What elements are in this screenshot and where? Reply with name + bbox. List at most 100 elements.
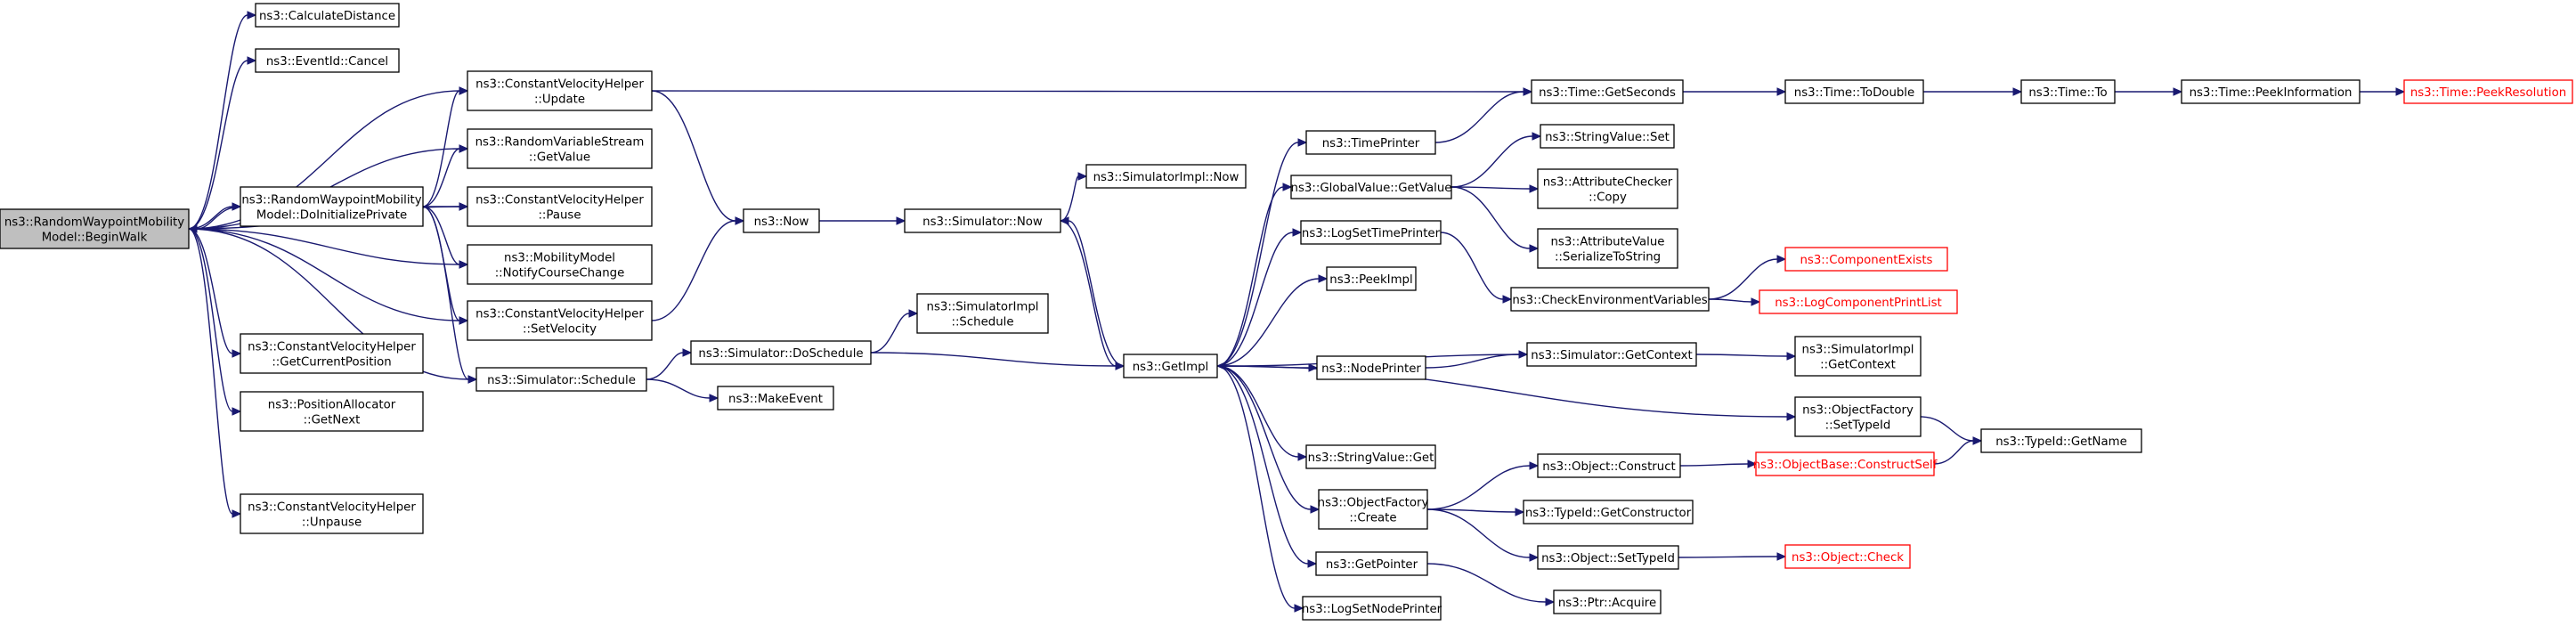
node-ns3-simulator-schedule[interactable]: ns3::Simulator::Schedule [475, 367, 647, 392]
node-ns3-simulator-now[interactable]: ns3::Simulator::Now [904, 208, 1061, 233]
node-label: ns3::RandomWaypointMobility [4, 216, 184, 230]
node-ns3-time-peekresolution[interactable]: ns3::Time::PeekResolution [2403, 79, 2573, 104]
call-edge [1060, 172, 1088, 222]
node-ns3-stringvalue-set[interactable]: ns3::StringValue::Set [1540, 124, 1675, 149]
node-ns3-randomwaypointmobilitymodel-beginwalk[interactable]: ns3::RandomWaypointMobilityModel::BeginW… [0, 208, 190, 249]
edge-line [870, 313, 910, 354]
call-edge [651, 90, 745, 225]
node-ns3-simulator-getcontext[interactable]: ns3::Simulator::GetContext [1526, 342, 1697, 367]
node-ns3-attributechecker-copy[interactable]: ns3::AttributeChecker::Copy [1537, 168, 1678, 209]
node-box [904, 208, 1061, 233]
node-box [743, 208, 820, 233]
node-ns3-time-getseconds[interactable]: ns3::Time::GetSeconds [1531, 79, 1684, 104]
node-ns3-peekimpl[interactable]: ns3::PeekImpl [1326, 266, 1417, 291]
edge-line [1451, 186, 1531, 249]
node-ns3-constantvelocityhelper-getcurrentposition[interactable]: ns3::ConstantVelocityHelper::GetCurrentP… [240, 333, 424, 374]
node-ns3-stringvalue-get[interactable]: ns3::StringValue::Get [1305, 444, 1436, 469]
edge-arrowhead [1515, 508, 1525, 516]
node-ns3-mobilitymodel-notifycoursechange[interactable]: ns3::MobilityModel::NotifyCourseChange [467, 244, 653, 285]
node-ns3-typeid-getname[interactable]: ns3::TypeId::GetName [1980, 428, 2142, 453]
node-ns3-time-peekinformation[interactable]: ns3::Time::PeekInformation [2181, 79, 2361, 104]
edge-arrowhead [1292, 228, 1303, 237]
edge-line [1708, 258, 1778, 300]
node-box [1305, 444, 1436, 469]
node-box [255, 3, 400, 28]
node-label: ns3::ConstantVelocityHelper [475, 194, 644, 207]
node-ns3-logsettimeprinter[interactable]: ns3::LogSetTimePrinter [1300, 220, 1442, 245]
node-ns3-positionallocator-getnext[interactable]: ns3::PositionAllocator::GetNext [240, 391, 424, 432]
node-ns3-constantvelocityhelper-unpause[interactable]: ns3::ConstantVelocityHelper::Unpause [240, 493, 424, 534]
node-ns3-object-construct[interactable]: ns3::Object::Construct [1537, 453, 1681, 478]
node-ns3-getpointer[interactable]: ns3::GetPointer [1315, 551, 1428, 576]
node-box [1755, 451, 1935, 476]
node-ns3-object-check[interactable]: ns3::Object::Check [1784, 544, 1911, 569]
node-label: ::GetCurrentPosition [272, 356, 391, 370]
edge-line [1426, 465, 1531, 510]
node-label: ns3::Simulator::GetContext [1531, 349, 1692, 362]
call-edge [1060, 220, 1125, 370]
node-box [1305, 130, 1436, 155]
node-ns3-checkenvironmentvariables[interactable]: ns3::CheckEnvironmentVariables [1510, 287, 1710, 312]
node-ns3-now[interactable]: ns3::Now [743, 208, 820, 233]
call-edge [651, 216, 745, 321]
node-box [1980, 428, 2142, 453]
node-ns3-simulatorimpl-now[interactable]: ns3::SimulatorImpl::Now [1085, 164, 1247, 189]
edge-arrowhead [1532, 132, 1542, 141]
node-ns3-objectfactory-create[interactable]: ns3::ObjectFactory::Create [1318, 489, 1429, 530]
node-ns3-ptr-acquire[interactable]: ns3::Ptr::Acquire [1553, 589, 1662, 614]
edge-arrowhead [896, 216, 906, 225]
edge-line [1426, 563, 1547, 603]
edge-arrowhead [682, 348, 693, 357]
node-box [2020, 79, 2116, 104]
edge-arrowhead [1786, 412, 1797, 421]
node-ns3-constantvelocityhelper-setvelocity[interactable]: ns3::ConstantVelocityHelper::SetVelocity [467, 300, 653, 341]
node-ns3-simulator-doschedule[interactable]: ns3::Simulator::DoSchedule [690, 340, 872, 365]
node-ns3-simulatorimpl-getcontext[interactable]: ns3::SimulatorImpl::GetContext [1794, 336, 1922, 377]
call-edge [1451, 184, 1540, 193]
node-ns3-getimpl[interactable]: ns3::GetImpl [1123, 354, 1218, 378]
node-ns3-globalvalue-getvalue[interactable]: ns3::GlobalValue::GetValue [1290, 175, 1452, 199]
edge-line [422, 206, 460, 265]
node-label: ns3::Object::Construct [1542, 460, 1675, 474]
node-ns3-randomvariablestream-getvalue[interactable]: ns3::RandomVariableStream::GetValue [467, 128, 653, 169]
node-ns3-objectbase-constructself[interactable]: ns3::ObjectBase::ConstructSelf [1753, 451, 1938, 476]
call-edge [1451, 186, 1540, 253]
node-ns3-logcomponentprintlist[interactable]: ns3::LogComponentPrintList [1759, 289, 1958, 314]
node-label: ns3::PeekImpl [1329, 273, 1412, 287]
edge-arrowhead [1297, 138, 1308, 147]
edge-line [188, 14, 248, 230]
node-ns3-attributevalue-serializetostring[interactable]: ns3::AttributeValue::SerializeToString [1537, 228, 1678, 269]
edge-arrowhead [1529, 244, 1540, 253]
node-ns3-componentexists[interactable]: ns3::ComponentExists [1784, 247, 1948, 272]
node-ns3-simulatorimpl-schedule[interactable]: ns3::SimulatorImpl::Schedule [916, 293, 1049, 334]
edge-arrowhead [1776, 552, 1787, 561]
node-ns3-nodeprinter[interactable]: ns3::NodePrinter [1316, 355, 1426, 380]
node-ns3-timeprinter[interactable]: ns3::TimePrinter [1305, 130, 1436, 155]
node-ns3-calculatedistance[interactable]: ns3::CalculateDistance [255, 3, 400, 28]
edge-arrowhead [1307, 559, 1318, 568]
edge-arrowhead [459, 144, 469, 153]
edge-line [1426, 508, 1531, 558]
edge-line [1426, 508, 1516, 513]
node-ns3-typeid-getconstructor[interactable]: ns3::TypeId::GetConstructor [1523, 500, 1694, 524]
node-ns3-time-to[interactable]: ns3::Time::To [2020, 79, 2116, 104]
edge-arrowhead [1747, 459, 1758, 468]
call-edge [1923, 87, 2023, 96]
node-box [690, 340, 872, 365]
node-label: ns3::PositionAllocator [268, 399, 396, 412]
node-ns3-time-todouble[interactable]: ns3::Time::ToDouble [1784, 79, 1924, 104]
edge-line [1216, 365, 1312, 510]
node-ns3-constantvelocityhelper-update[interactable]: ns3::ConstantVelocityHelper::Update [467, 70, 653, 111]
node-ns3-randomwaypointmobilitymodel-doinitializeprivate[interactable]: ns3::RandomWaypointMobilityModel::DoInit… [240, 186, 424, 227]
node-ns3-objectfactory-settypeid[interactable]: ns3::ObjectFactory::SetTypeId [1794, 396, 1922, 437]
node-ns3-constantvelocityhelper-pause[interactable]: ns3::ConstantVelocityHelper::Pause [467, 186, 653, 227]
node-label: ns3::Time::To [2028, 86, 2107, 100]
edge-arrowhead [1215, 362, 1226, 370]
node-label: ::Schedule [951, 316, 1013, 329]
node-ns3-logsetnodeprinter[interactable]: ns3::LogSetNodePrinter [1302, 596, 1442, 621]
node-label: ns3::TimePrinter [1322, 137, 1420, 150]
node-ns3-eventid-cancel[interactable]: ns3::EventId::Cancel [255, 48, 400, 73]
node-ns3-makeevent[interactable]: ns3::MakeEvent [717, 386, 834, 411]
node-ns3-object-settypeid[interactable]: ns3::Object::SetTypeId [1537, 545, 1679, 570]
node-label: ns3::ObjectBase::ConstructSelf [1753, 459, 1938, 472]
